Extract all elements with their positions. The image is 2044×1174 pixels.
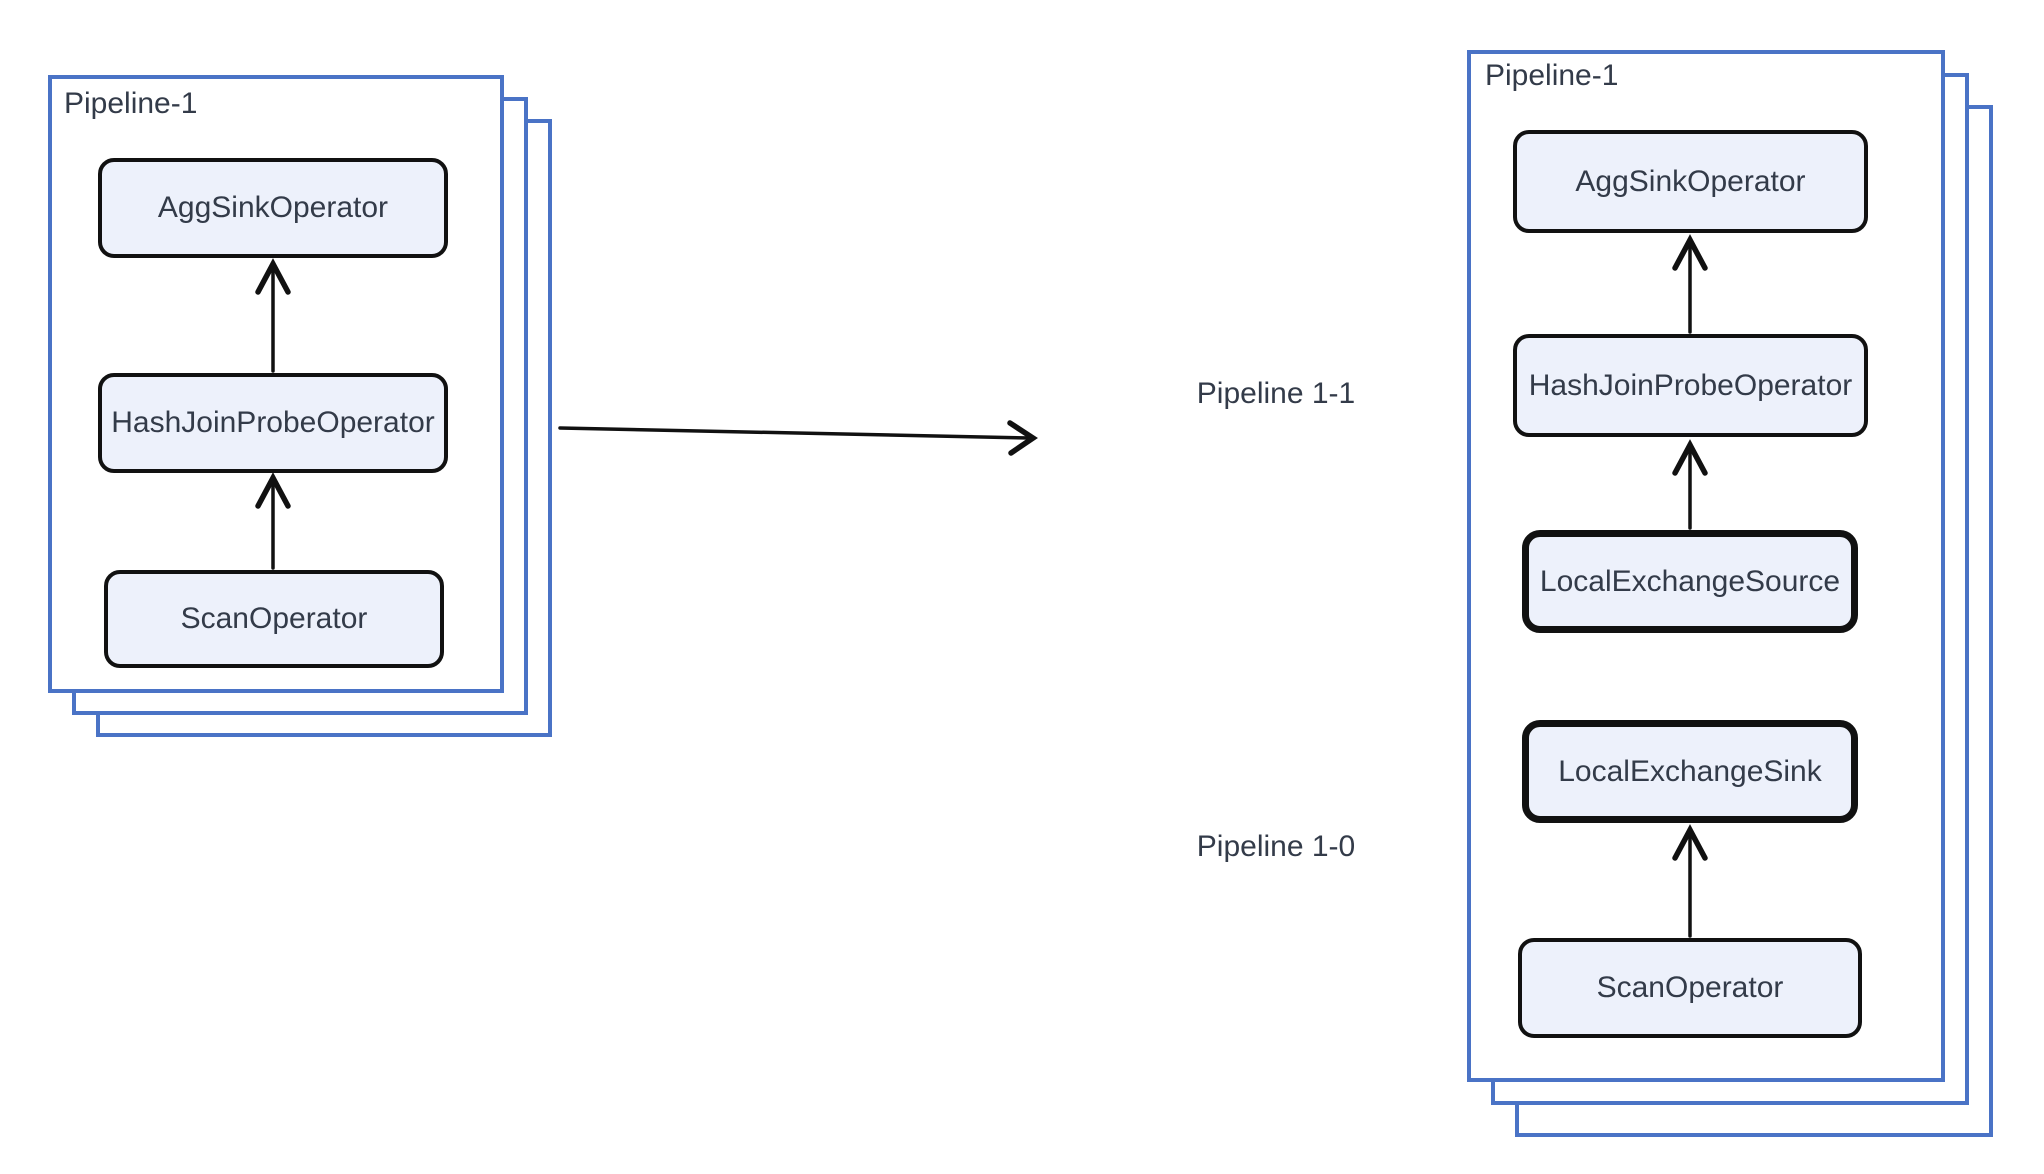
- operator-label: HashJoinProbeOperator: [1528, 368, 1853, 402]
- right-stack-title: Pipeline-1: [1485, 59, 1619, 92]
- left-stack-title: Pipeline-1: [64, 87, 198, 120]
- operator-label: ScanOperator: [1596, 971, 1784, 1004]
- label-pipeline-1-0: Pipeline 1-0: [1196, 830, 1356, 863]
- operator-box-right-localexchangesource: LocalExchangeSource: [1522, 530, 1858, 633]
- operator-box-left-scanoperator: ScanOperator: [104, 570, 444, 668]
- operator-box-right-localexchangesink: LocalExchangeSink: [1522, 720, 1858, 823]
- operator-box-right-hashjoinprobeoperator: HashJoinProbeOperator: [1513, 334, 1868, 437]
- operator-box-left-hashjoinprobeoperator: HashJoinProbeOperator: [98, 373, 448, 473]
- operator-label: LocalExchangeSource: [1539, 564, 1841, 598]
- operator-label: HashJoinProbeOperator: [111, 406, 435, 439]
- operator-label: AggSinkOperator: [1575, 164, 1806, 198]
- arrow-left-pipeline-to-right-pipeline-icon: [558, 420, 1038, 456]
- operator-label: LocalExchangeSink: [1558, 754, 1822, 788]
- operator-box-right-aggsinkoperator: AggSinkOperator: [1513, 130, 1868, 233]
- operator-label: ScanOperator: [180, 602, 368, 635]
- operator-label: AggSinkOperator: [157, 191, 389, 224]
- label-pipeline-1-1: Pipeline 1-1: [1196, 377, 1356, 410]
- operator-box-left-aggsinkoperator: AggSinkOperator: [98, 158, 448, 258]
- operator-box-right-scanoperator: ScanOperator: [1518, 938, 1862, 1038]
